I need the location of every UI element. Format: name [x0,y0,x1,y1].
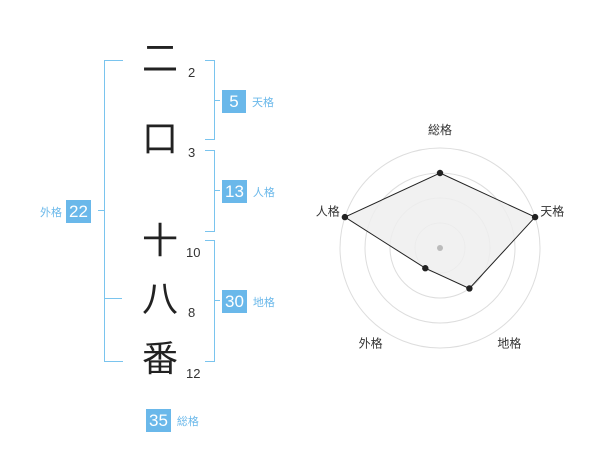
radar-data-polygon [343,172,536,290]
radar-axis-label-5: 人格 [316,204,340,219]
bracket-gaikaku-mid [98,210,104,211]
bracket-chikaku-tick [214,300,220,301]
tenkaku-value: 5 [222,90,246,113]
tenkaku-label: 天格 [252,95,274,109]
chikaku-label: 地格 [252,295,275,309]
chikaku-value: 30 [222,290,247,313]
bracket-gaikaku-tick [104,298,122,299]
jinkaku-value: 13 [222,180,247,203]
stroke-count-5: 12 [186,366,201,381]
jinkaku-badge: 13 人格 [222,180,275,203]
name-char-1: 二 [141,39,178,80]
sokaku-badge: 35 総格 [146,409,199,432]
gaikaku-label: 外格 [40,205,62,219]
stroke-count-3: 10 [186,245,201,260]
radar-axis-label-1: 総格 [428,122,452,137]
gaikaku-badge: 外格 22 [40,200,91,223]
radar-axis-label-4: 外格 [359,335,383,350]
tenkaku-badge: 5 天格 [222,90,274,113]
radar-point-1 [436,169,444,177]
radar-point-4 [422,265,429,272]
stroke-count-4: 8 [188,305,196,320]
radar-point-5 [341,213,349,221]
stroke-count-2: 3 [188,145,196,160]
bracket-chikaku [205,240,215,362]
name-char-2: 口 [141,119,178,160]
radar-axis-label-3: 地格 [497,335,521,350]
radar-ring-4 [339,147,541,349]
sokaku-label: 総格 [176,414,199,428]
radar-point-2 [531,213,539,221]
name-char-5: 番 [141,339,178,380]
name-char-4: 八 [141,279,178,320]
radar-center-dot [437,245,443,251]
radar-point-3 [466,285,473,292]
gaikaku-value: 22 [66,200,91,223]
jinkaku-label: 人格 [252,185,275,199]
sokaku-value: 35 [146,409,171,432]
chikaku-badge: 30 地格 [222,290,275,313]
stroke-count-1: 2 [188,65,196,80]
name-char-3: 十 [141,221,178,262]
radar-points [341,169,539,292]
bracket-jinkaku-tick [214,190,220,191]
bracket-gaikaku [104,60,123,362]
bracket-jinkaku [205,150,215,232]
bracket-tenkaku-tick [214,100,220,101]
radar-axis-label-2: 天格 [540,204,564,219]
